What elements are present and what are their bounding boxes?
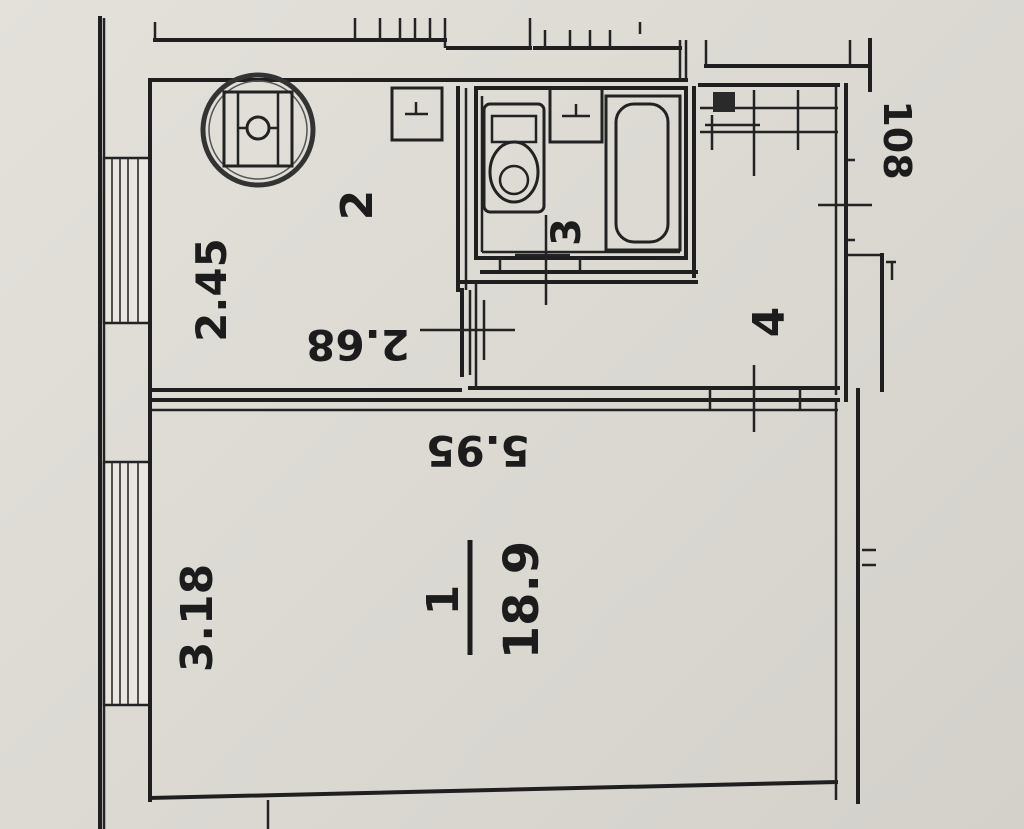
total-length: 5.95 [426,426,530,475]
room-2-number: 2 [332,190,383,221]
window-upper [102,156,152,325]
bathroom-sink-icon [548,86,604,144]
room-1-width: 3.18 [172,564,223,673]
kitchen-sink-icon [390,86,444,142]
room-4-hallway [460,83,896,402]
hallway-cabinet-icon [705,92,760,150]
top-wall [150,18,872,92]
room-1-area: 18.9 [494,541,550,659]
room-2-kitchen [148,78,472,394]
room-1-number: 1 [418,585,469,616]
stove-icon [200,72,316,188]
window-lower [102,460,152,707]
kitchen-dimension-tick [420,300,515,360]
exterior-wall [98,16,152,829]
corridor-dimension: 108 [875,100,919,179]
bathtub-icon [604,94,682,252]
room-2-length: 2.68 [306,320,410,369]
room-2-width: 2.45 [187,238,236,342]
toilet-icon [482,102,546,214]
room-3-bathroom [474,86,698,305]
room-1-living-room [147,365,876,829]
room-3-number: 3 [544,218,590,246]
room-4-number: 4 [744,307,795,338]
